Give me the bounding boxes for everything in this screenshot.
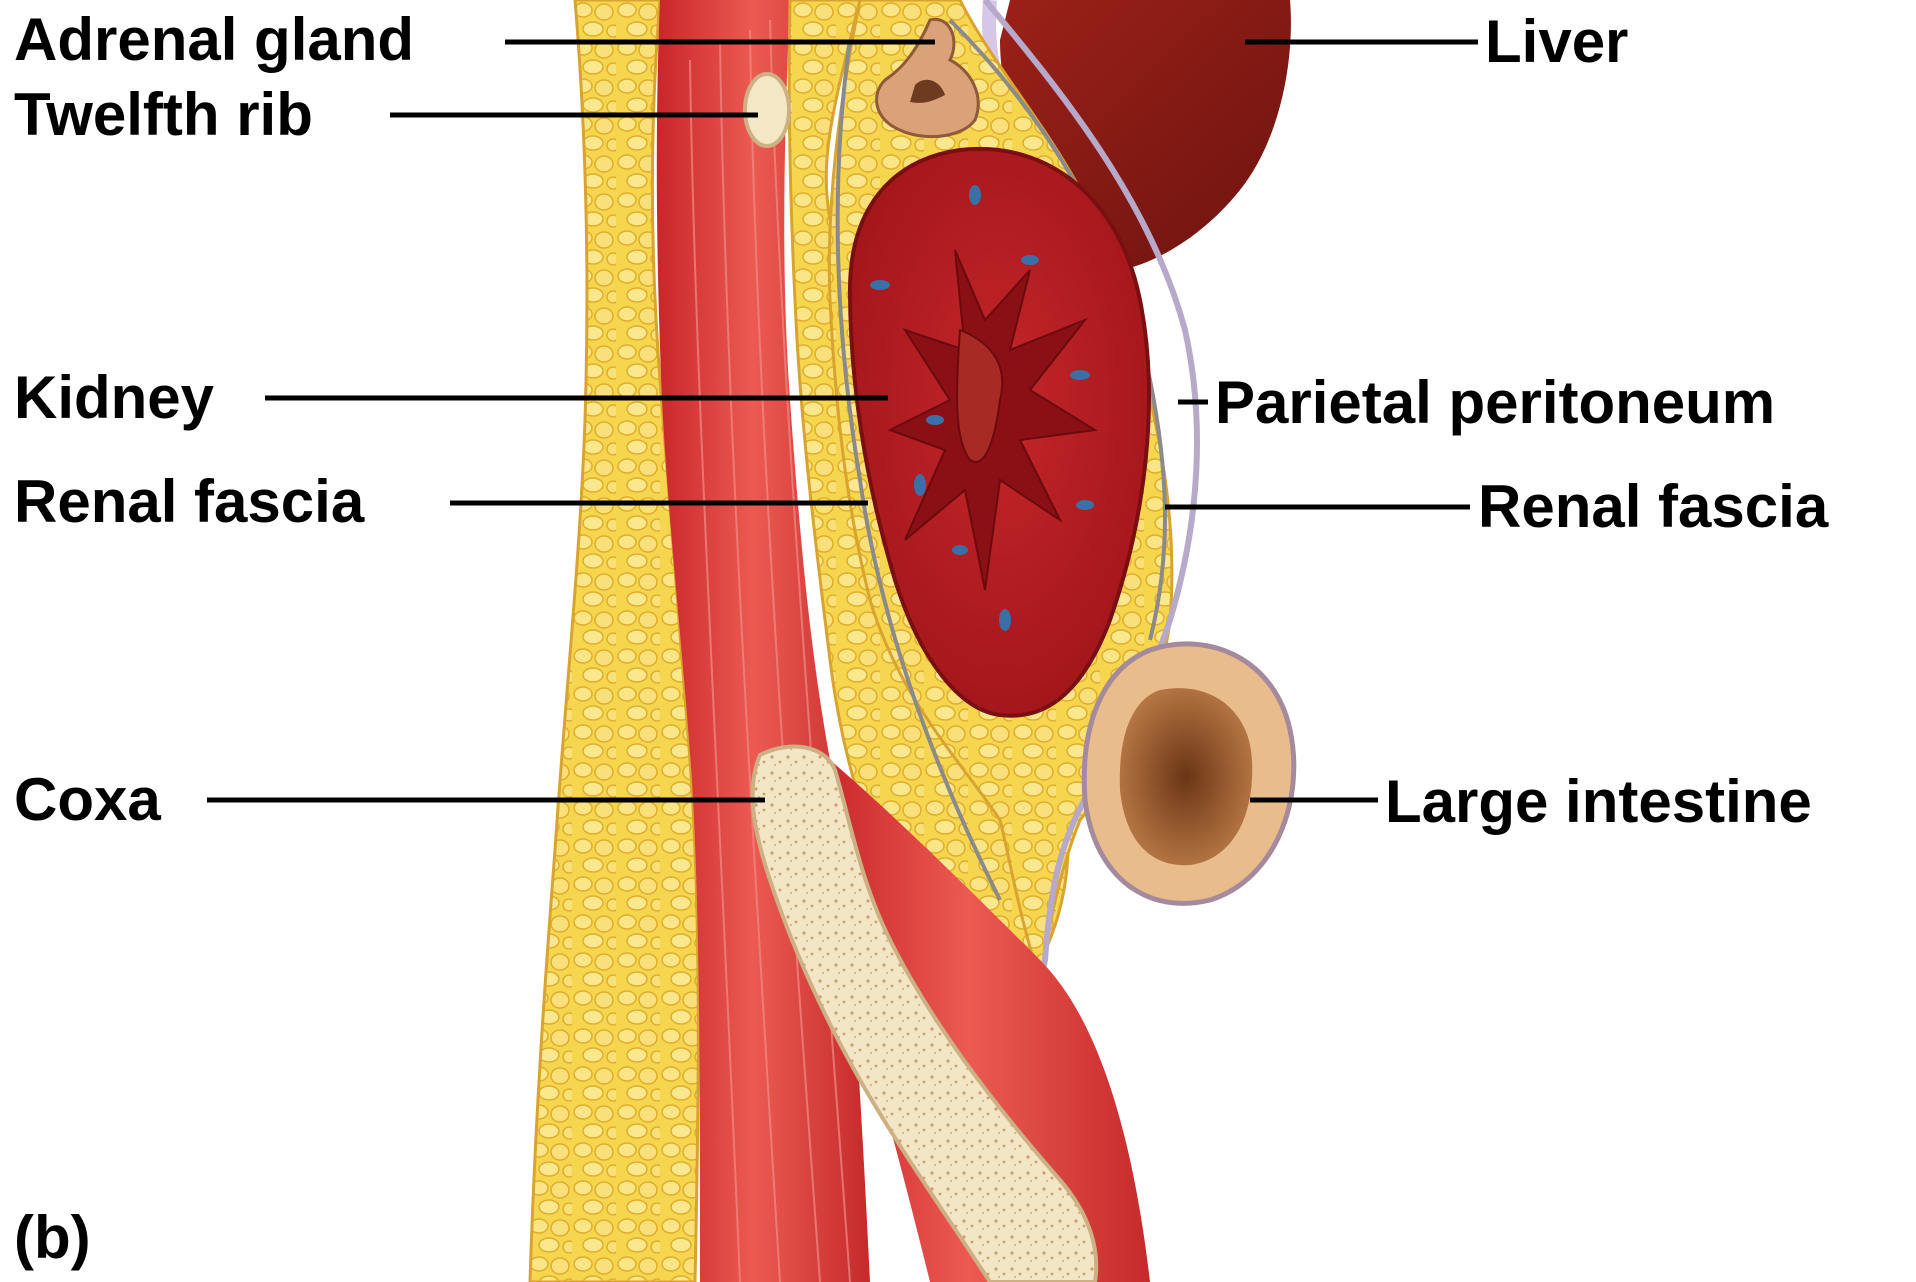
large-intestine-lumen <box>1120 688 1252 865</box>
panel-label: (b) <box>14 1204 91 1271</box>
label-coxa: Coxa <box>14 766 161 833</box>
label-liver: Liver <box>1485 8 1628 75</box>
label-renal-fascia-left: Renal fascia <box>14 468 365 535</box>
label-adrenal-gland: Adrenal gland <box>14 6 414 73</box>
label-large-intestine: Large intestine <box>1385 768 1812 835</box>
label-renal-fascia-right: Renal fascia <box>1478 473 1829 540</box>
illustration <box>530 0 1294 1282</box>
label-twelfth-rib: Twelfth rib <box>14 81 313 148</box>
label-kidney: Kidney <box>14 364 215 431</box>
label-parietal-peritoneum: Parietal peritoneum <box>1215 369 1775 436</box>
twelfth-rib-shape <box>745 74 789 146</box>
